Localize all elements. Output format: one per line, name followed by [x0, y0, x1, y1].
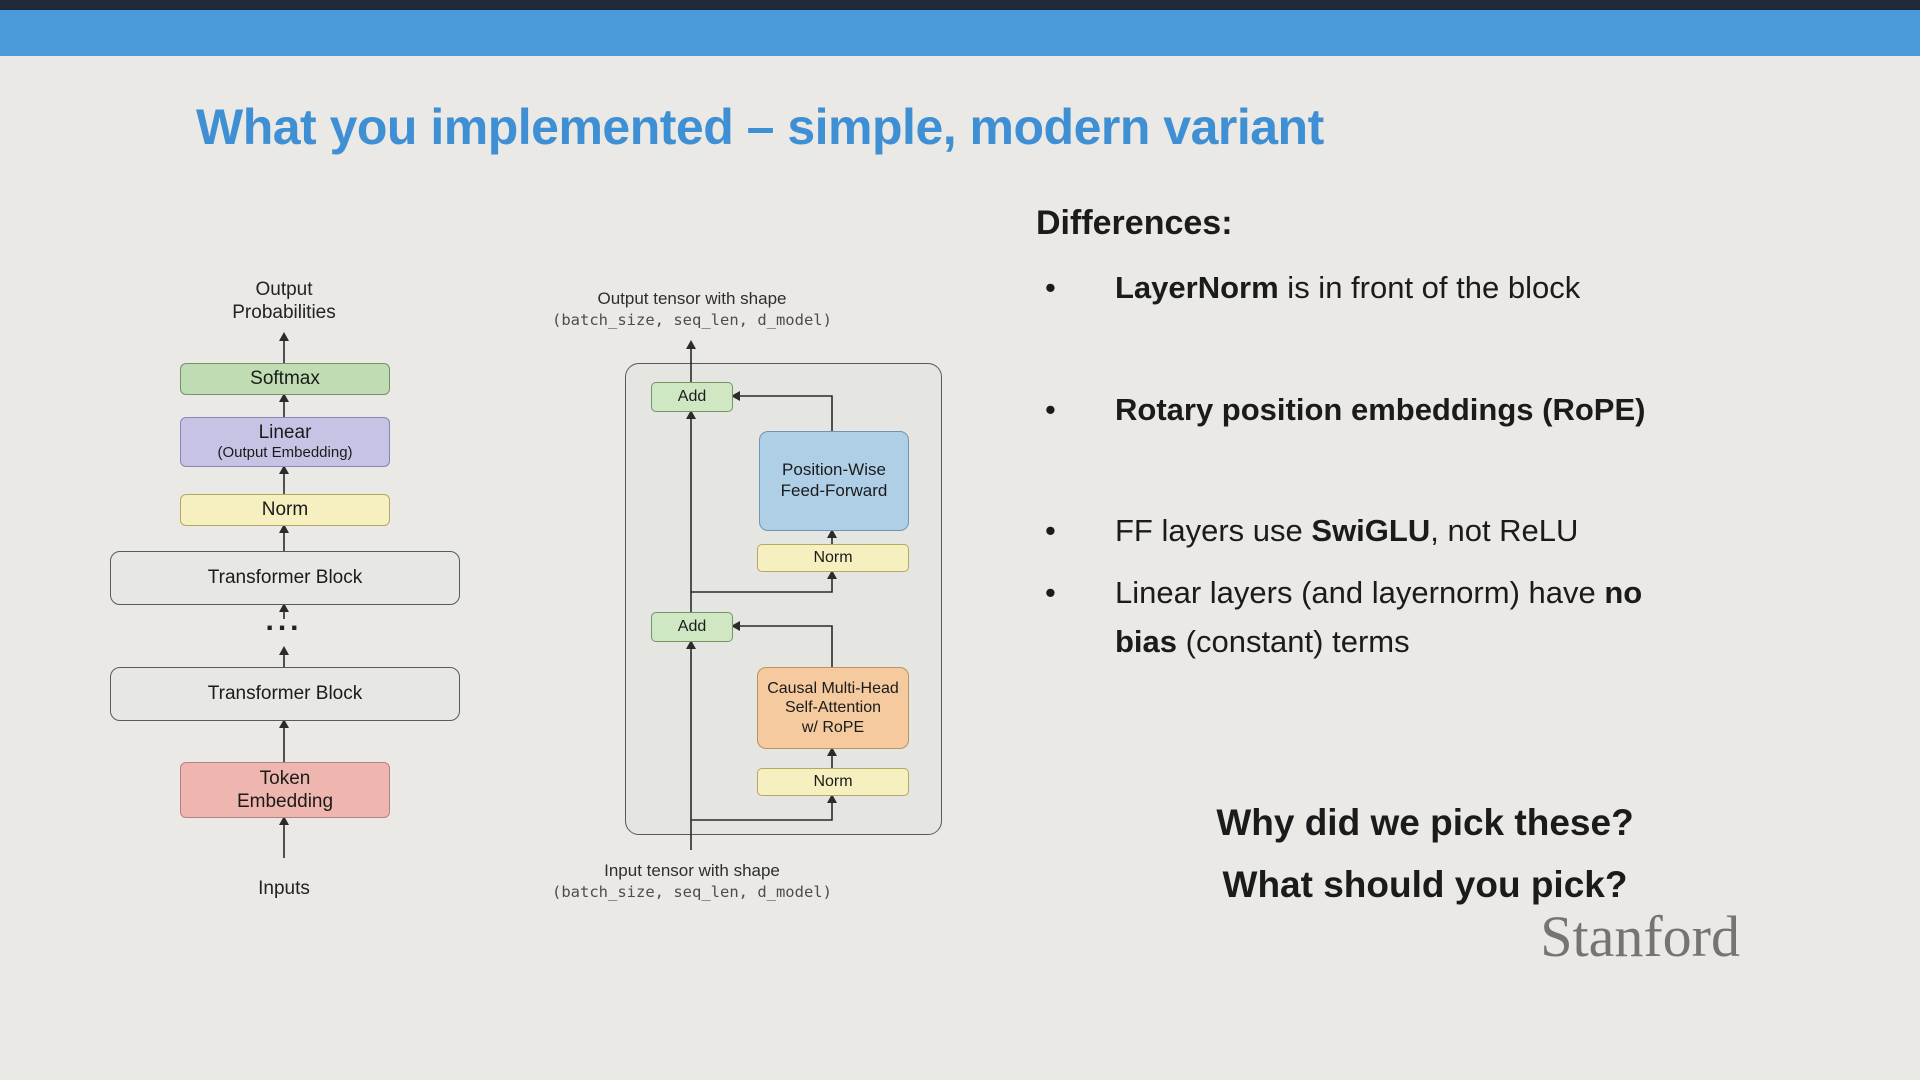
linear-output-embedding-box: Linear (Output Embedding) [180, 417, 390, 467]
difference-no-bias-bold1: no [1604, 574, 1643, 610]
norm-lower-label: Norm [813, 773, 853, 791]
difference-layernorm: LayerNorm is in front of the block [1035, 263, 1810, 313]
differences-heading: Differences: [1036, 204, 1233, 242]
stack-ellipsis: ... [265, 604, 303, 637]
difference-layernorm-bold: LayerNorm [1115, 270, 1279, 305]
norm-box-upper: Norm [757, 544, 909, 572]
difference-no-bias: Linear layers (and layernorm) have no bi… [1035, 568, 1810, 667]
softmax-label: Softmax [250, 368, 320, 390]
transformer-block-upper-label: Transformer Block [207, 567, 363, 589]
question-line1: Why did we pick these? [1216, 802, 1634, 843]
output-tensor-text: Output tensor with shape [597, 289, 787, 308]
differences-list: LayerNorm is in front of the block Rotar… [1035, 263, 1810, 739]
norm-box: Norm [180, 494, 390, 526]
output-probabilities-label: Output Probabilities [150, 278, 418, 324]
add-box-lower: Add [651, 612, 733, 642]
difference-rope-bold: Rotary position embeddings (RoPE) [1115, 391, 1646, 427]
question-line2: What should you pick? [1222, 864, 1628, 905]
token-embedding-line2: Embedding [236, 791, 334, 812]
transformer-block-lower: Transformer Block [110, 667, 460, 721]
feed-forward-box: Position-Wise Feed-Forward [759, 431, 909, 531]
input-tensor-shape: (batch_size, seq_len, d_model) [552, 883, 832, 902]
token-embedding-line1: Token [259, 767, 311, 789]
output-tensor-label: Output tensor with shape (batch_size, se… [500, 288, 884, 330]
input-tensor-label: Input tensor with shape (batch_size, seq… [500, 860, 884, 902]
inputs-label: Inputs [258, 878, 310, 899]
linear-label: Linear [258, 422, 312, 444]
stanford-wordmark: Stanford [1540, 904, 1740, 969]
difference-no-bias-post: (constant) terms [1177, 624, 1410, 660]
difference-swiglu-post: , not ReLU [1430, 513, 1579, 549]
attn-line1: Causal Multi-Head [767, 679, 899, 697]
norm-upper-label: Norm [813, 549, 853, 567]
output-probabilities-line2: Probabilities [232, 302, 336, 324]
norm-label: Norm [261, 499, 309, 521]
token-embedding-box: Token Embedding [180, 762, 390, 818]
linear-sublabel: (Output Embedding) [217, 444, 353, 462]
attn-line3: w/ RoPE [801, 718, 865, 736]
closing-questions: Why did we pick these? What should you p… [1035, 792, 1815, 916]
left-diagram-arrows [279, 332, 289, 858]
transformer-block-lower-label: Transformer Block [207, 683, 363, 705]
norm-box-lower: Norm [757, 768, 909, 796]
add-top-label: Add [677, 388, 707, 406]
top-edge-strip [0, 0, 1920, 10]
add-box-top: Add [651, 382, 733, 412]
output-probabilities-line1: Output [255, 279, 313, 300]
difference-swiglu-bold: SwiGLU [1311, 513, 1431, 549]
transformer-block-upper: Transformer Block [110, 551, 460, 605]
ff-line1: Position-Wise [782, 460, 886, 480]
attn-line2: Self-Attention [784, 699, 882, 717]
difference-swiglu-pre: FF layers use [1115, 513, 1312, 549]
ff-line2: Feed-Forward [780, 481, 888, 500]
softmax-box: Softmax [180, 363, 390, 395]
causal-attention-box: Causal Multi-Head Self-Attention w/ RoPE [757, 667, 909, 749]
difference-no-bias-pre: Linear layers (and layernorm) have [1115, 574, 1605, 610]
input-tensor-text: Input tensor with shape [604, 861, 780, 880]
difference-layernorm-rest: is in front of the block [1278, 270, 1581, 305]
add-lower-label: Add [677, 618, 707, 636]
output-tensor-shape: (batch_size, seq_len, d_model) [552, 311, 832, 330]
top-blue-bar [0, 10, 1920, 56]
difference-no-bias-bold2: bias [1115, 624, 1178, 660]
difference-rope: Rotary position embeddings (RoPE) [1035, 385, 1810, 435]
difference-swiglu: FF layers use SwiGLU, not ReLU [1035, 506, 1810, 556]
slide-title: What you implemented – simple, modern va… [196, 99, 1324, 155]
block-diagram-arrows [686, 340, 837, 850]
